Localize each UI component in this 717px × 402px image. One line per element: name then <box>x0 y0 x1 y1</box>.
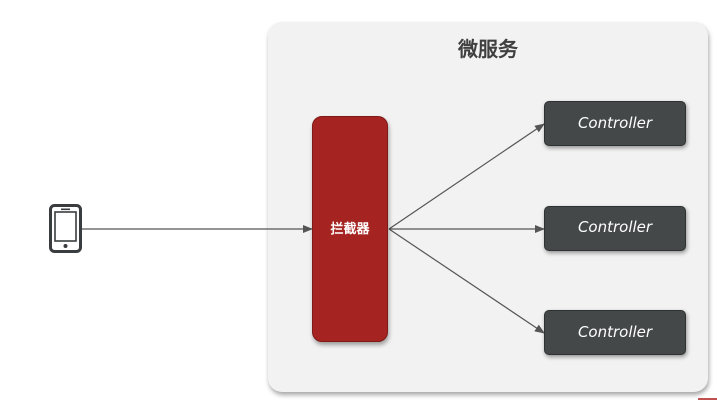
corner-accent-line <box>698 398 717 400</box>
mobile-phone-icon <box>49 204 82 253</box>
controller-label-1: Controller <box>577 114 653 132</box>
controller-label-2: Controller <box>577 218 653 236</box>
arrow-interceptor-to-controller-3 <box>388 228 545 334</box>
microservice-title: 微服务 <box>458 37 518 61</box>
controller-node-3 <box>544 310 686 355</box>
controller-node-1 <box>544 101 686 146</box>
interceptor-node <box>312 116 388 342</box>
arrow-interceptor-to-controller-1 <box>388 123 545 230</box>
interceptor-label: 拦截器 <box>330 222 370 237</box>
controller-node-2 <box>544 206 686 251</box>
controller-label-3: Controller <box>577 323 653 341</box>
